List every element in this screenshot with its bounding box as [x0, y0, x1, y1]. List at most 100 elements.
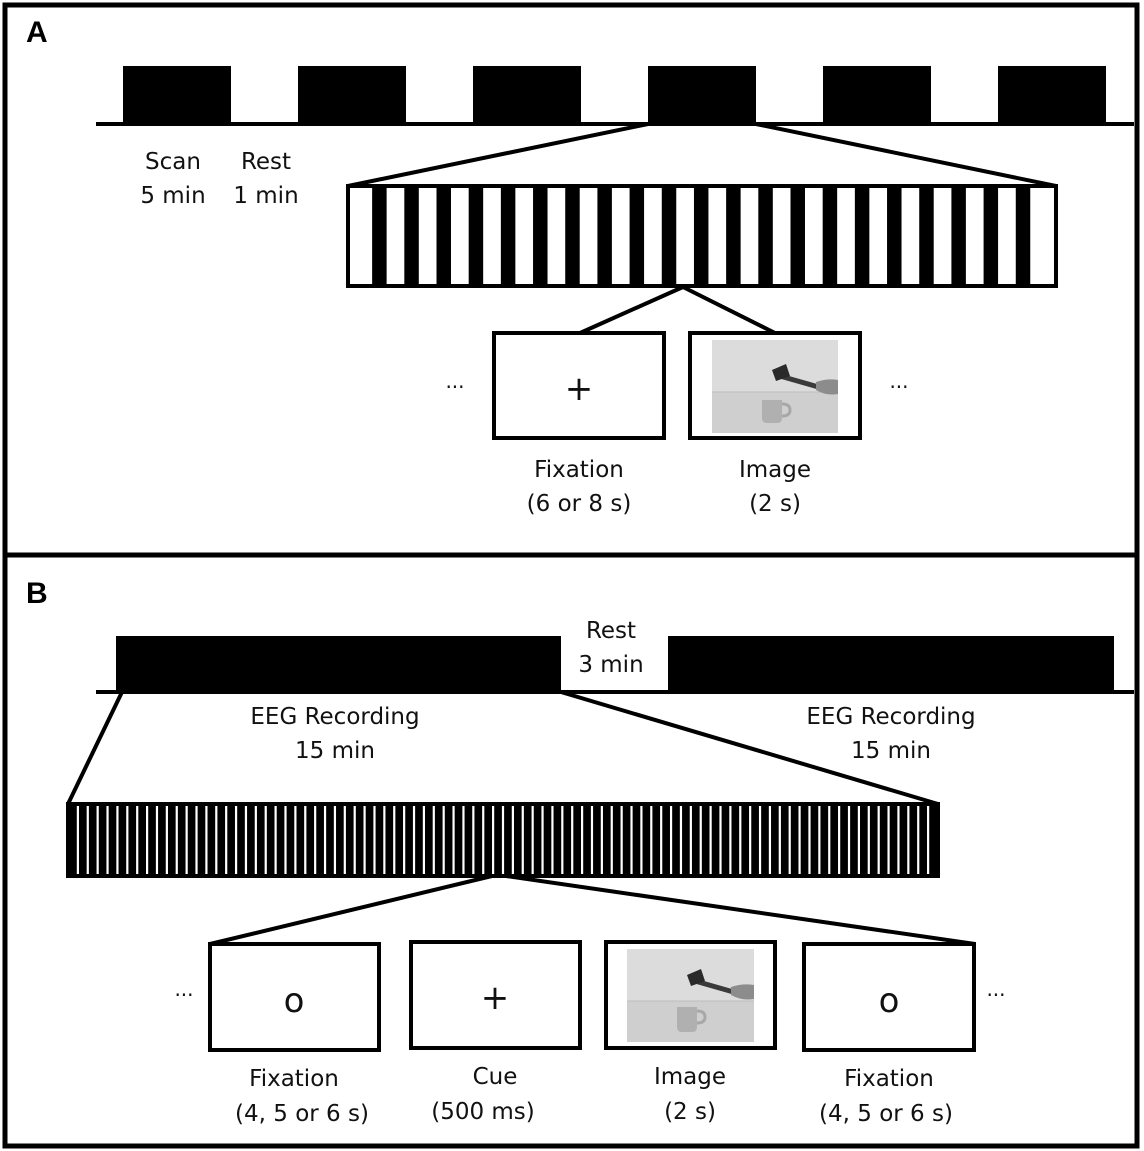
trial-stripe: [693, 186, 709, 286]
trial-stripe: [436, 186, 451, 286]
ellipsis-left: ...: [445, 369, 464, 393]
trial-stripe-b: [571, 806, 574, 874]
trial-stripe-b: [758, 806, 762, 874]
trial-stripe-b: [304, 806, 307, 874]
trial-stripe-b: [323, 806, 327, 874]
trial-stripe: [404, 186, 419, 286]
trial-stripe-b: [709, 806, 712, 874]
trial-stripe-b: [284, 806, 287, 874]
rest-duration: 1 min: [233, 183, 298, 209]
trial-stripe-b: [452, 806, 455, 874]
trial-stripe-b: [274, 806, 277, 874]
fixation2-label: Fixation: [844, 1066, 934, 1092]
panel-b-letter: B: [26, 577, 48, 610]
trial-zoom-line-right-b: [505, 874, 976, 946]
fixation-circle-1: o: [284, 981, 305, 1021]
trial-stripe-b: [422, 806, 426, 874]
trial-stripe-b: [234, 806, 238, 874]
trial-stripe: [372, 186, 387, 286]
trial-stripe-b: [205, 806, 208, 874]
trial-stripe: [887, 186, 902, 286]
trial-stripe-b: [373, 806, 376, 874]
trial-stripe-b: [541, 806, 544, 874]
trial-stripe-b: [561, 806, 564, 874]
trial-stripe-b: [610, 806, 613, 874]
ellipsis-left-b: ...: [174, 977, 193, 1001]
rest-label: Rest: [241, 149, 291, 175]
fixation-screen-2: [802, 942, 976, 1052]
panel-b: B Rest 3 min EEG Recording 15 min EEG Re…: [2, 552, 1140, 1149]
scan-blocks: [123, 66, 1106, 124]
cue-screen: [409, 940, 582, 1050]
trial-stripe-b: [175, 806, 178, 874]
image-label: Image: [739, 457, 811, 483]
fixation1-duration: (4, 5 or 6 s): [235, 1101, 369, 1127]
zoom-line-right: [755, 122, 1057, 188]
trial-stripe-b: [76, 806, 79, 874]
trial-stripe: [951, 186, 966, 286]
trial-stripe: [661, 186, 677, 286]
trial-stripe-b: [254, 806, 257, 874]
trial-stripe: [790, 186, 805, 286]
trial-stripe-b: [155, 806, 159, 874]
trial-stripe-b: [927, 806, 930, 874]
trial-stripe-b: [383, 806, 386, 874]
scan-block: [123, 66, 231, 124]
trial-stripe-b: [145, 806, 149, 874]
trial-stripe-b: [195, 806, 198, 874]
trial-zoom-line-left: [579, 285, 684, 335]
trial-stripe-b: [620, 806, 623, 874]
trial-stripe-b: [580, 806, 584, 874]
fixation-duration: (6 or 8 s): [527, 491, 632, 517]
trial-stripe-b: [462, 806, 465, 874]
trial-stripe-b: [630, 806, 633, 874]
trial-stripe-b: [640, 806, 643, 874]
trial-stripe-b: [917, 806, 920, 874]
trial-stripe-b: [650, 806, 653, 874]
trial-stripe-b: [818, 806, 821, 874]
trial-stripe-b: [96, 806, 99, 874]
eeg-right-duration: 15 min: [851, 738, 931, 764]
panel-a-letter: A: [26, 16, 48, 49]
trial-stripe-b: [225, 806, 228, 874]
trial-stripe-b: [788, 806, 791, 874]
trial-stripe: [758, 186, 773, 286]
trial-stripe-b: [699, 806, 702, 874]
trial-stripe-b: [749, 806, 752, 874]
trial-stripe: [500, 186, 516, 286]
trial-stripe-b: [492, 806, 495, 874]
trial-stripe-b: [472, 806, 475, 874]
trial-stripe-b: [689, 806, 692, 874]
image-duration: (2 s): [749, 491, 801, 517]
trial-stripe-b: [877, 806, 880, 874]
trial-stripe-b: [511, 806, 514, 874]
trial-stripe-b: [719, 806, 722, 874]
scan-block: [473, 66, 581, 124]
trial-stripe-b: [501, 806, 505, 874]
trial-stripe-b: [857, 806, 861, 874]
trial-stripe-b: [482, 806, 485, 874]
trial-stripe-b: [215, 806, 218, 874]
trial-stripe-b: [808, 806, 811, 874]
zoom-line-left: [347, 122, 649, 188]
fixation-label: Fixation: [534, 457, 624, 483]
fixation-screen: [492, 331, 666, 440]
trial-stripe: [983, 186, 999, 286]
eeg-left-label: EEG Recording: [250, 704, 419, 730]
trial-stripe-b: [244, 806, 248, 874]
trial-stripe-b: [106, 806, 109, 874]
trial-stripe-b: [264, 806, 267, 874]
eeg-block-right: [668, 636, 1114, 692]
trial-zoom-line-right: [682, 285, 776, 335]
trial-stripe-b: [521, 806, 524, 874]
trial-stripe-b: [679, 806, 683, 874]
fixation1-label: Fixation: [249, 1066, 339, 1092]
stimulus-photo: [712, 340, 838, 433]
trial-strip-b: [66, 802, 940, 878]
trial-stripe-b: [294, 806, 297, 874]
trial-strip-a: [346, 184, 1058, 288]
fixation-screen-1: [208, 942, 381, 1052]
trial-stripe-b: [600, 806, 603, 874]
trial-stripe: [854, 186, 870, 286]
